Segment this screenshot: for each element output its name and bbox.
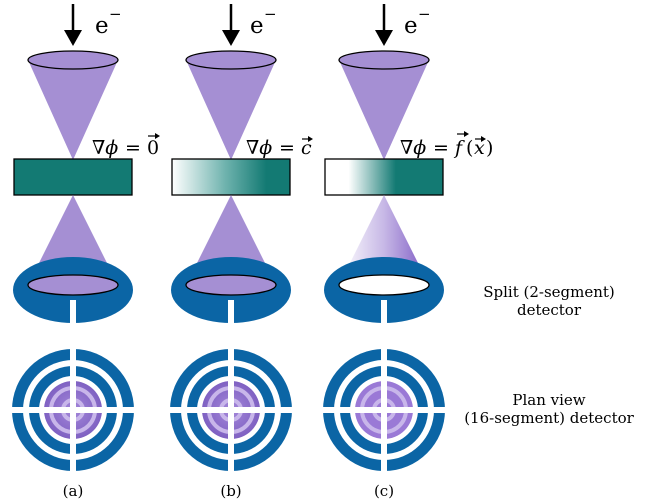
vector-arrow-icon: [148, 133, 160, 139]
plan-view-detector: [169, 348, 293, 472]
electron-label-a: e −: [95, 5, 122, 39]
equation-lhs: ∇ϕ: [92, 137, 118, 159]
lens-ellipse: [185, 50, 277, 70]
electron-symbol: e: [250, 13, 264, 39]
gradient-equation-a: ∇ϕ = 0: [92, 133, 160, 159]
plan-view-detector: [322, 348, 446, 472]
detector-spot: [338, 274, 430, 296]
equation-rhs: c: [301, 137, 312, 159]
split-detector-label-line2: detector: [517, 301, 582, 319]
panel-label: (c): [374, 482, 394, 500]
electron-arrowhead: [64, 30, 82, 46]
detector-gap: [228, 300, 234, 330]
upper-beam-cone: [339, 60, 429, 160]
electron-charge: −: [109, 5, 122, 23]
vector-arrow-icon: [302, 136, 313, 142]
electron-arrowhead: [375, 30, 393, 46]
equation-equals: =: [125, 137, 141, 159]
plan-view-label-line2: (16-segment) detector: [464, 409, 634, 427]
electron-charge: −: [264, 5, 277, 23]
split-detector-label-line1: Split (2-segment): [483, 283, 615, 301]
panel-c: (c): [322, 4, 446, 500]
gradient-equation-c: ∇ϕ = f ( x ): [400, 131, 493, 159]
electron-label-c: e −: [404, 5, 431, 39]
electron-charge: −: [418, 5, 431, 23]
equation-rhs-f: f: [453, 137, 465, 159]
phase-plate: [324, 158, 444, 196]
electron-arrowhead: [222, 30, 240, 46]
detector-spot: [27, 274, 119, 296]
equation-rhs-x: x: [474, 137, 485, 159]
equation-lhs: ∇ϕ: [246, 137, 272, 159]
equation-rhs-paren-open: (: [466, 137, 473, 159]
equation-equals: =: [433, 137, 449, 159]
detector-gap: [70, 300, 76, 330]
plan-view-detector: [11, 348, 135, 472]
panel-b: (b): [169, 4, 293, 500]
panel-label: (b): [220, 482, 241, 500]
phase-plate: [13, 158, 133, 196]
detector-gap: [381, 300, 387, 330]
lens-ellipse: [27, 50, 119, 70]
equation-lhs: ∇ϕ: [400, 137, 426, 159]
electron-symbol: e: [95, 13, 109, 39]
vector-arrow-icon: [457, 131, 469, 137]
equation-equals: =: [279, 137, 295, 159]
upper-beam-cone: [186, 60, 276, 160]
plan-view-label-line1: Plan view: [512, 391, 585, 409]
detector-spot: [185, 274, 277, 296]
electron-label-b: e −: [250, 5, 277, 39]
equation-rhs: 0: [147, 137, 159, 159]
upper-beam-cone: [28, 60, 118, 160]
equation-rhs-paren-close: ): [486, 137, 493, 159]
electron-symbol: e: [404, 13, 418, 39]
phase-plate: [171, 158, 291, 196]
lens-ellipse: [338, 50, 430, 70]
vector-arrow-icon: [475, 136, 486, 142]
gradient-equation-b: ∇ϕ = c: [246, 136, 313, 159]
panel-a: (a): [11, 4, 135, 500]
panel-label: (a): [63, 482, 84, 500]
